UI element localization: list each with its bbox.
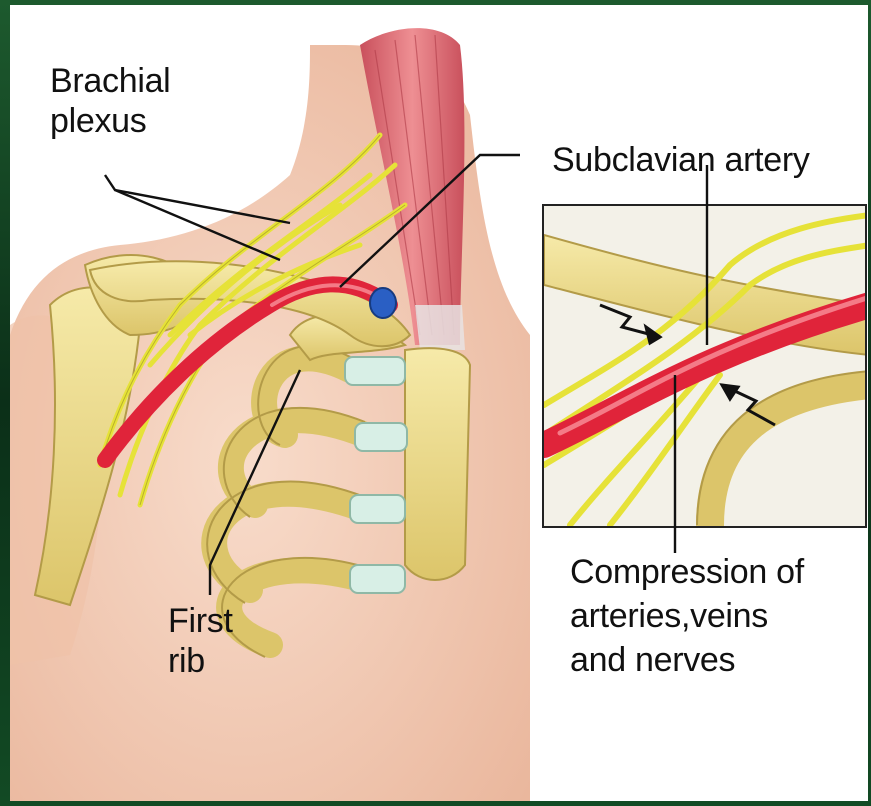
label-first-rib-line2: rib (168, 641, 233, 681)
label-brachial-plexus-line1: Brachial (50, 61, 170, 101)
sternum (405, 348, 470, 580)
muscle-tendon (415, 305, 465, 350)
label-first-rib-line1: First (168, 601, 233, 641)
label-subclavian-artery: Subclavian artery (552, 140, 810, 180)
label-compression-line3: and nerves (570, 638, 804, 682)
subclavian-vein (370, 288, 396, 318)
label-brachial-plexus: Brachial plexus (50, 61, 170, 141)
illustration-panel: Brachial plexus Subclavian artery First … (10, 5, 868, 801)
label-compression: Compression of arteries,veins and nerves (570, 550, 804, 682)
label-compression-line2: arteries,veins (570, 594, 804, 638)
label-brachial-plexus-line2: plexus (50, 101, 170, 141)
label-first-rib: First rib (168, 601, 233, 681)
inset-detail (543, 165, 868, 553)
label-compression-line1: Compression of (570, 550, 804, 594)
